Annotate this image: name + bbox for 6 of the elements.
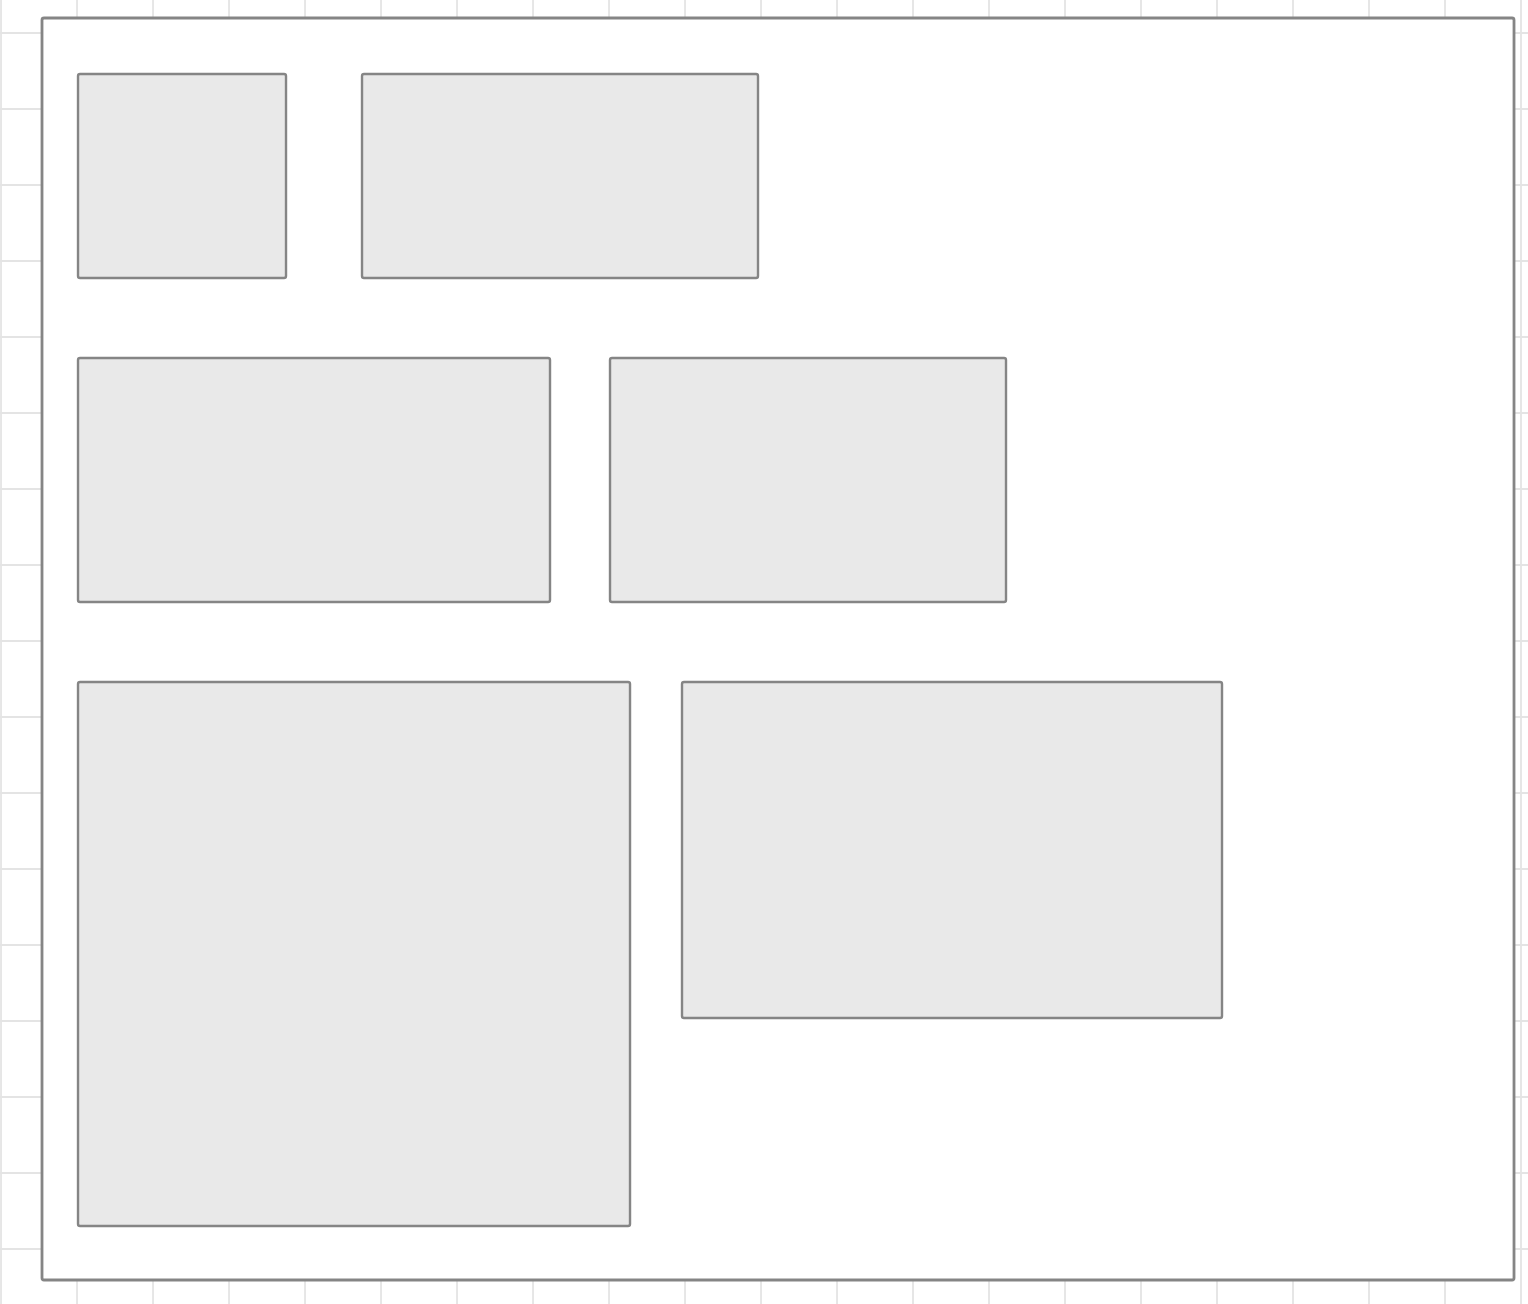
block	[360, 72, 760, 280]
block	[680, 680, 1224, 1020]
block	[608, 356, 1008, 604]
block	[76, 72, 288, 280]
block	[76, 680, 632, 1228]
block	[76, 356, 552, 604]
